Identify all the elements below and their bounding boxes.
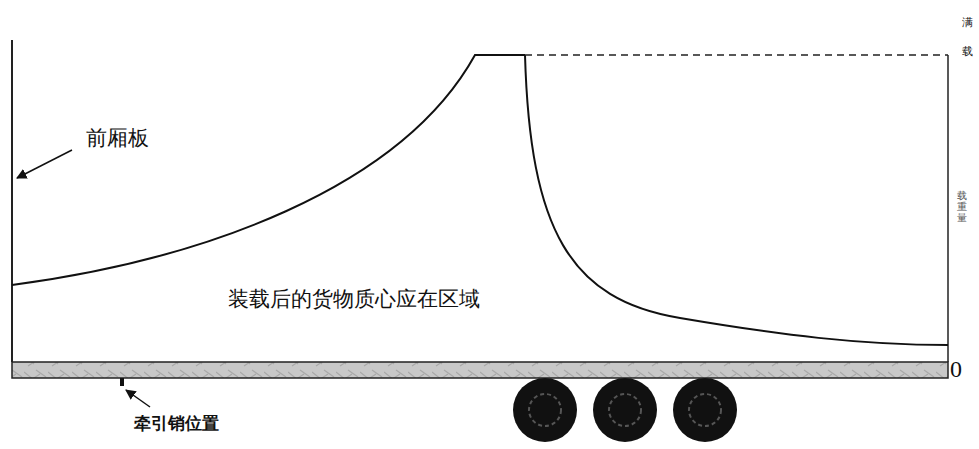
rear-limit-line	[947, 55, 949, 362]
scale-zero: 0	[950, 356, 962, 383]
wheels	[513, 378, 737, 442]
part-name: 牵引销位置	[134, 412, 219, 435]
region-note: 装载后的货物质心应在区域	[228, 285, 480, 313]
kingpin	[120, 378, 124, 386]
trailer-bed	[12, 362, 948, 378]
leader-arrow	[126, 390, 150, 407]
full-load-label: 满载	[962, 8, 973, 65]
leader-arrow	[17, 150, 72, 178]
full-load-line	[525, 54, 948, 56]
envelope-curve	[12, 55, 525, 285]
envelope-curve	[525, 55, 948, 345]
part-name: 前厢板	[86, 124, 149, 152]
front-panel-line	[11, 40, 13, 362]
axis-label: 载重量	[957, 190, 967, 223]
